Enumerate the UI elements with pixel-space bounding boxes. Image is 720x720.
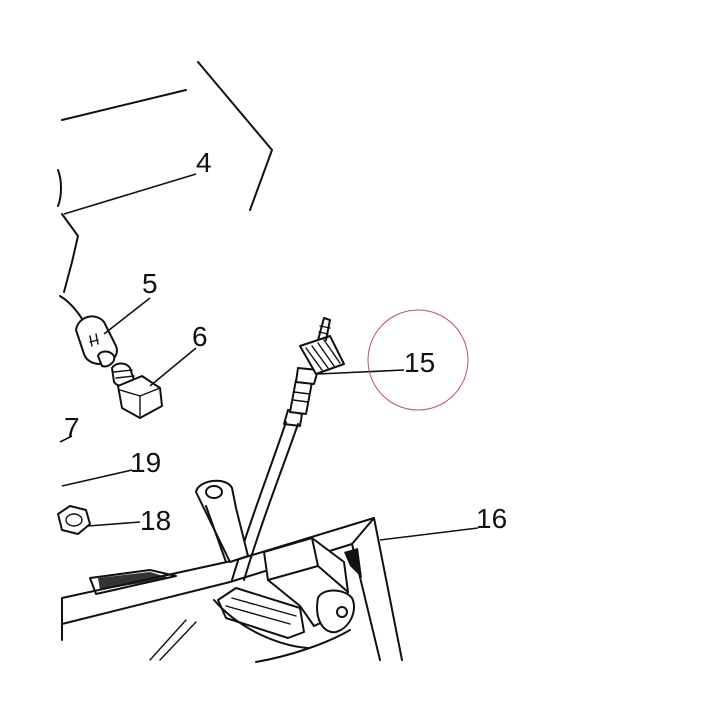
part-15-cable — [231, 317, 345, 581]
part-6-plug — [111, 362, 163, 419]
leader-lines — [59, 173, 479, 541]
leader-19 — [61, 469, 133, 487]
callout-15: 15 — [404, 347, 435, 378]
leader-15 — [317, 369, 405, 375]
leader-7 — [59, 435, 73, 443]
leader-5 — [103, 297, 151, 335]
callout-7: 7 — [64, 412, 80, 443]
upper-housing-outline — [57, 61, 273, 211]
highlight-circle-15 — [367, 309, 469, 411]
part-18-nut — [57, 505, 91, 535]
leader-6 — [149, 347, 197, 387]
callout-19: 19 — [130, 447, 161, 478]
leader-18 — [87, 521, 141, 527]
callout-labels: 4 5 6 7 19 18 15 16 — [64, 147, 507, 536]
leader-16 — [379, 527, 479, 541]
callout-18: 18 — [140, 505, 171, 536]
callout-5: 5 — [142, 268, 158, 299]
callout-16: 16 — [476, 503, 507, 534]
callout-4: 4 — [196, 147, 212, 178]
callout-6: 6 — [192, 321, 208, 352]
leader-4 — [63, 173, 197, 215]
part-5-bulb — [75, 315, 118, 368]
part-16-frame — [61, 479, 403, 663]
left-bracket-outline — [59, 213, 85, 323]
